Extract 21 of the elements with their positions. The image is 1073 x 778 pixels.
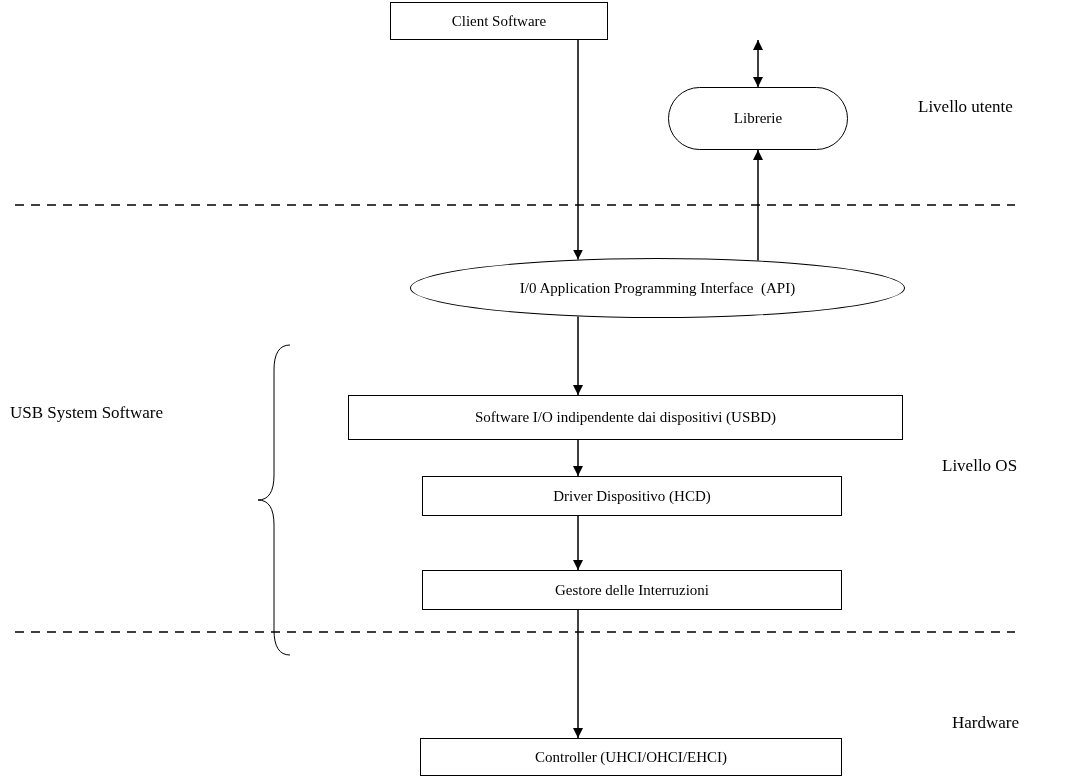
arrow: [753, 39, 763, 88]
arrow: [573, 515, 583, 571]
arrow: [753, 149, 763, 262]
layer-label: Hardware: [952, 712, 1019, 734]
node-label: Controller (UHCI/OHCI/EHCI): [534, 747, 728, 767]
process-box: [348, 395, 903, 440]
node-label: Software I/O indipendente dai dispositivi (USBD): [474, 408, 777, 428]
arrow: [573, 609, 583, 739]
layer-label: Livello utente: [918, 96, 1013, 118]
arrow: [573, 439, 583, 477]
process-box: [420, 738, 842, 776]
node-label: Gestore delle Interruzioni: [554, 580, 710, 600]
layer-label: Livello OS: [942, 455, 1018, 477]
layer-label: USB System Software: [10, 402, 163, 424]
process-box: [422, 476, 842, 516]
node-label: Driver Dispositivo (HCD): [553, 486, 711, 506]
node-label: Client Software: [451, 11, 547, 31]
node-label: I/0 Application Programming Interface (API): [519, 278, 796, 298]
process-box: [390, 2, 608, 40]
node-label: Librerie: [733, 109, 783, 129]
process-box: [422, 570, 842, 610]
